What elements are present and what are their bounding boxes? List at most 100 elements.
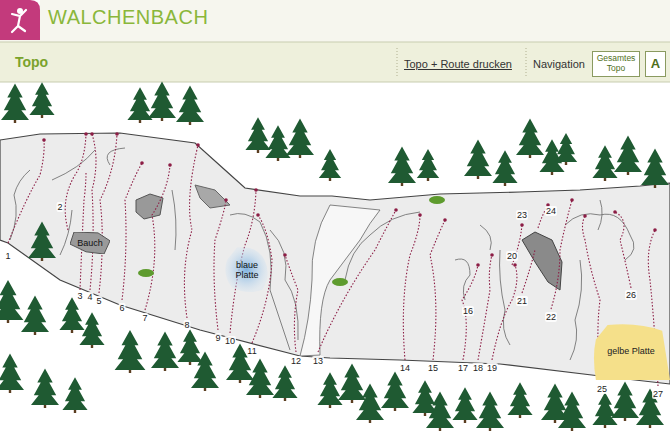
route-number: 25	[596, 384, 608, 394]
route-number: 8	[183, 320, 190, 330]
route-number: 19	[486, 363, 498, 373]
tree	[286, 119, 314, 155]
tree	[356, 384, 384, 420]
tree-trunk	[161, 118, 163, 121]
nav-label: Navigation	[533, 58, 585, 70]
tree	[452, 387, 477, 420]
route-number: 15	[427, 363, 439, 373]
tree	[191, 352, 219, 388]
bushes	[138, 196, 445, 286]
tree-trunk	[477, 176, 479, 179]
route-number: 16	[462, 306, 474, 316]
tree	[59, 297, 84, 330]
tree-trunk	[329, 178, 331, 181]
tree-trunk	[394, 408, 396, 411]
tree	[0, 280, 23, 320]
nav-button: Gesamtes Topo	[592, 51, 640, 77]
print-link: Topo + Route drucken	[404, 58, 512, 70]
header-bar	[0, 0, 670, 42]
tree-trunk	[189, 122, 191, 125]
tree-trunk	[259, 395, 261, 398]
route-number: 13	[312, 356, 324, 366]
tree	[636, 389, 664, 425]
tree	[21, 296, 49, 332]
tree	[28, 222, 56, 258]
tree-trunk	[91, 345, 93, 348]
tree	[412, 380, 437, 413]
tree	[1, 84, 29, 120]
tree	[338, 364, 366, 400]
tree	[507, 382, 532, 415]
tree	[245, 117, 270, 150]
tree	[319, 149, 341, 178]
tree	[31, 369, 59, 405]
tree-trunk	[654, 185, 656, 188]
logo-ground	[0, 0, 40, 40]
tree	[611, 382, 639, 418]
button-label: Gesamtes Topo	[595, 54, 637, 74]
tree	[641, 149, 669, 185]
tree-trunk	[351, 400, 353, 403]
tree-trunk	[504, 183, 506, 186]
route-number: 11	[246, 346, 257, 356]
tree-trunk	[519, 415, 521, 418]
tree	[115, 330, 146, 370]
gully	[300, 205, 380, 356]
tree-trunk	[489, 428, 491, 431]
tree-trunk	[41, 115, 43, 118]
divider	[397, 48, 398, 78]
tree-trunk	[7, 320, 9, 323]
tree-trunk	[189, 362, 191, 365]
tree	[555, 133, 577, 162]
tree-trunk	[284, 398, 286, 401]
tree-trunk	[424, 413, 426, 416]
tree-trunk	[369, 420, 371, 423]
tree-trunk	[649, 425, 651, 428]
tree-trunk	[551, 172, 553, 175]
tree	[29, 82, 54, 115]
tree-trunk	[554, 420, 556, 423]
tree-trunk	[9, 390, 11, 393]
tree-trunk	[139, 120, 141, 123]
tree-trunk	[277, 158, 279, 161]
tree	[265, 125, 290, 158]
route-number: 5	[95, 296, 102, 306]
rock-feature: blaue Platte	[222, 245, 272, 295]
tree-trunk	[439, 428, 441, 431]
tree-trunk	[565, 162, 567, 165]
tree-trunk	[299, 155, 301, 158]
route-number: 27	[652, 389, 664, 399]
tree	[476, 392, 504, 428]
tree	[0, 354, 24, 390]
trees	[0, 82, 669, 431]
tree-trunk	[129, 370, 131, 373]
tree-trunk	[401, 183, 403, 186]
tree	[516, 119, 544, 155]
route-number: 10	[224, 336, 236, 346]
route-number: 4	[86, 292, 93, 302]
tree-trunk	[627, 172, 629, 175]
sub-header-bar	[0, 42, 670, 82]
logo	[0, 0, 40, 40]
tree-trunk	[71, 330, 73, 333]
rock-feature: gelbe Platte	[592, 322, 670, 380]
rock-feature: Bauch	[70, 232, 110, 254]
tree-trunk	[239, 380, 241, 383]
tree-trunk	[164, 368, 166, 371]
feature-label: Bauch	[73, 238, 107, 248]
nav-button: A	[645, 51, 666, 77]
tree-trunk	[571, 428, 573, 431]
route-number: 14	[399, 363, 411, 373]
divider	[526, 48, 527, 78]
tree-trunk	[604, 178, 606, 181]
route-number: 20	[506, 251, 518, 261]
route-number: 21	[516, 296, 528, 306]
rock-cracks	[10, 148, 634, 360]
feature-label: gelbe Platte	[595, 346, 667, 356]
tree	[62, 377, 87, 410]
tree-trunk	[204, 388, 206, 391]
tree-trunk	[427, 178, 429, 181]
route-number: 1	[4, 251, 11, 261]
route-number: 9	[214, 333, 221, 343]
tree	[426, 392, 454, 428]
